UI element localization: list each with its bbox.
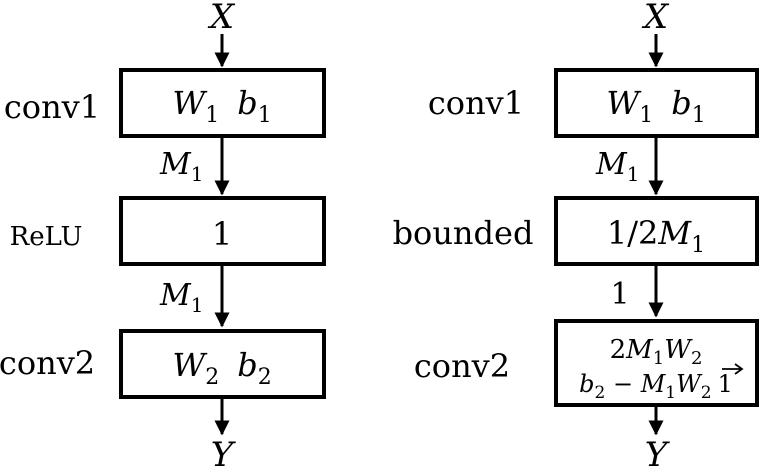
right-output-label: Y <box>645 435 671 472</box>
right-layer-conv2-label: conv2 <box>414 347 510 385</box>
right-layer-conv1-label: conv1 <box>428 84 524 122</box>
left-layer-relu-content: 1 <box>212 215 232 253</box>
left-layer-relu-box <box>119 196 326 266</box>
left-layer-conv1-box <box>119 68 326 138</box>
right-layer-bounded-box <box>554 196 759 266</box>
right-layer-conv2-content-line1: 2M1W2 <box>610 335 703 369</box>
right-vector-arrow-head <box>734 363 744 375</box>
left-edge-m1-bottom: M1 <box>159 278 203 317</box>
right-layer-conv1-box <box>554 68 759 138</box>
left-edge-m1-top: M1 <box>159 147 203 186</box>
left-output-label: Y <box>211 435 237 472</box>
right-edge-one: 1 <box>610 277 629 312</box>
left-input-label: X <box>207 0 236 37</box>
right-layer-conv2-box <box>554 319 759 407</box>
right-layer-bounded-label: bounded <box>393 214 534 252</box>
left-layer-relu-label: ReLU <box>10 222 83 252</box>
left-layer-conv2-label: conv2 <box>0 344 95 382</box>
right-edge-m1: M1 <box>595 147 639 186</box>
right-layer-bounded-content: 1/2M1 <box>607 214 705 258</box>
left-layer-conv2-box <box>119 329 326 399</box>
right-input-label: X <box>641 0 670 37</box>
left-layer-conv1-label: conv1 <box>4 88 100 126</box>
